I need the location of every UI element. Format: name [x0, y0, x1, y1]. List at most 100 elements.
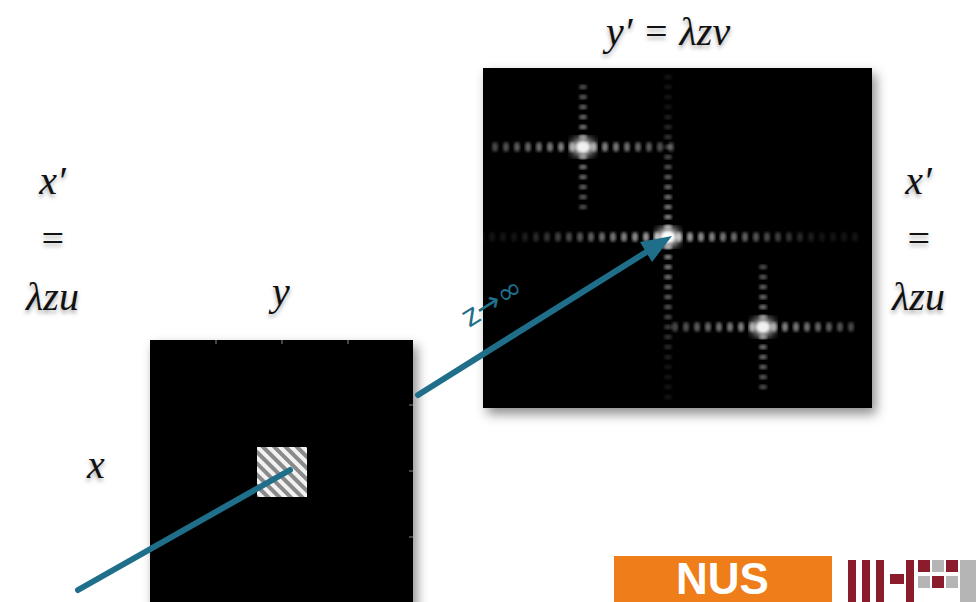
- diffraction-fringe: [624, 142, 630, 152]
- diffraction-fringe: [804, 322, 810, 332]
- diffraction-fringe: [759, 305, 767, 310]
- diffraction-fringe: [492, 142, 498, 152]
- diffraction-fringe: [793, 322, 799, 332]
- diffraction-fringe: [664, 265, 672, 270]
- diffraction-fringe: [664, 75, 672, 80]
- diffraction-fringe: [613, 142, 619, 152]
- diffraction-fringe: [664, 345, 672, 350]
- diffraction-fringe: [621, 232, 627, 242]
- diffraction-fringe: [759, 345, 767, 350]
- diffraction-fringe: [664, 285, 672, 290]
- diffraction-fringe: [709, 232, 715, 242]
- diffraction-fringe: [782, 322, 788, 332]
- diffraction-fringe: [579, 95, 587, 100]
- beam-arrow: [418, 251, 648, 395]
- diffraction-fringe: [579, 85, 587, 90]
- diffraction-fringe: [759, 265, 767, 270]
- diffraction-fringe: [544, 232, 550, 242]
- diffraction-fringe: [579, 175, 587, 180]
- axis-label: y: [272, 265, 290, 319]
- diffraction-fringe: [579, 165, 587, 170]
- logo-box: NUS: [614, 556, 832, 602]
- diffraction-fringe: [786, 232, 792, 242]
- diffraction-fringe: [826, 322, 832, 332]
- diffraction-pattern: [478, 75, 858, 400]
- diffraction-fringe: [558, 142, 564, 152]
- diffraction-fringe: [841, 232, 847, 242]
- diffraction-fringe: [775, 232, 781, 242]
- diffraction-fringe: [694, 322, 700, 332]
- diffraction-fringe: [664, 135, 672, 140]
- diffraction-fringe: [852, 232, 858, 242]
- beam-arrow: [78, 470, 290, 590]
- diffraction-fringe: [664, 175, 672, 180]
- partner-logo: [848, 560, 976, 602]
- diffraction-fringe: [602, 142, 608, 152]
- diffraction-fringe: [522, 232, 528, 242]
- diffraction-fringe: [664, 385, 672, 390]
- diffraction-fringe: [759, 295, 767, 300]
- diffraction-fringe: [577, 232, 583, 242]
- diffraction-fringe: [571, 137, 595, 157]
- diffraction-fringe: [759, 275, 767, 280]
- diffraction-fringe: [664, 205, 672, 210]
- diffraction-fringe: [759, 285, 767, 290]
- diffraction-fringe: [819, 232, 825, 242]
- diffraction-fringe: [664, 215, 672, 220]
- diffraction-fringe: [511, 232, 517, 242]
- input-plane: [150, 340, 413, 602]
- logo-text: NUS: [676, 554, 769, 602]
- diffraction-fringe: [738, 322, 744, 332]
- diffraction-fringe: [664, 365, 672, 370]
- diffraction-fringe: [742, 232, 748, 242]
- diffraction-fringe: [664, 275, 672, 280]
- axis-formula: x′ = λzu: [892, 152, 945, 326]
- diffraction-fringe: [599, 232, 605, 242]
- diffraction-fringe: [489, 232, 495, 242]
- diffraction-fringe: [664, 315, 672, 320]
- diffraction-fringe: [478, 232, 484, 242]
- diffraction-fringe: [687, 232, 693, 242]
- diffraction-fringe: [664, 395, 672, 400]
- diffraction-fringe: [664, 355, 672, 360]
- diffraction-fringe: [720, 232, 726, 242]
- diffraction-fringe: [797, 232, 803, 242]
- diffraction-fringe: [664, 105, 672, 110]
- diffraction-fringe: [837, 322, 843, 332]
- diffraction-fringe: [759, 355, 767, 360]
- diffraction-fringe: [635, 142, 641, 152]
- diffraction-fringe: [533, 232, 539, 242]
- diffraction-fringe: [664, 185, 672, 190]
- diffraction-fringe: [579, 205, 587, 210]
- axis-formula: y′ = λzv: [606, 5, 730, 59]
- diffraction-fringe: [672, 322, 678, 332]
- arrow-head: [640, 236, 672, 262]
- axis-formula: x′ = λzu: [26, 152, 79, 326]
- diffraction-fringe: [759, 385, 767, 390]
- diffraction-fringe: [576, 141, 590, 153]
- diffraction-fringe: [579, 115, 587, 120]
- diffraction-fringe: [830, 232, 836, 242]
- diffraction-fringe: [731, 232, 737, 242]
- diffraction-fringe: [664, 115, 672, 120]
- diffraction-plane: [483, 68, 872, 408]
- diffraction-fringe: [815, 322, 821, 332]
- diffraction-fringe: [579, 125, 587, 130]
- diffraction-fringe: [503, 142, 509, 152]
- diffraction-fringe: [514, 142, 520, 152]
- diffraction-fringe: [664, 165, 672, 170]
- diffraction-fringe: [610, 232, 616, 242]
- diffraction-fringe: [698, 232, 704, 242]
- diffraction-fringe: [579, 105, 587, 110]
- diffraction-fringe: [664, 375, 672, 380]
- diffraction-fringe: [566, 232, 572, 242]
- diffraction-fringe: [500, 232, 506, 242]
- diffraction-fringe: [664, 125, 672, 130]
- diffraction-fringe: [664, 335, 672, 340]
- diffraction-fringe: [664, 85, 672, 90]
- diffraction-fringe: [705, 322, 711, 332]
- diffraction-fringe: [664, 295, 672, 300]
- diffraction-fringe: [716, 322, 722, 332]
- diffraction-fringe: [525, 142, 531, 152]
- tick-marks: [216, 340, 413, 537]
